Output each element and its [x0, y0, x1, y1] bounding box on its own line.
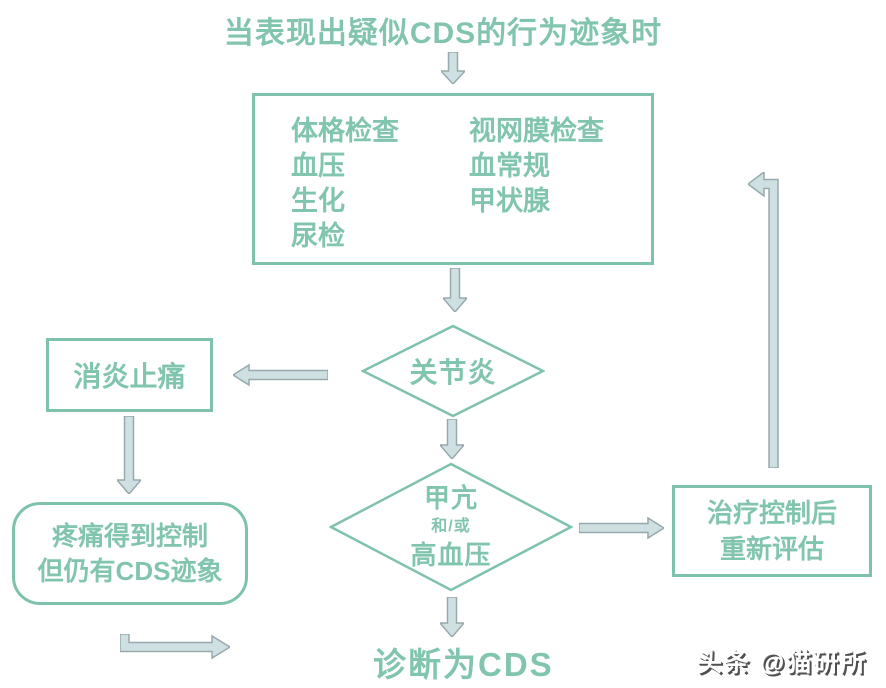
- exam-checklist-box: 体格检查 血压 生化 尿检 视网膜检查 血常规 甲状腺: [252, 93, 654, 265]
- arrow-left-arthritis-to-treatment-icon: [233, 363, 328, 387]
- arrow-down-exams-to-arthritis-icon: [443, 268, 467, 312]
- pain-controlled-line1: 疼痛得到控制: [51, 520, 208, 551]
- reassess-line2: 重新评估: [719, 534, 824, 564]
- arthritis-decision-diamond: [361, 324, 545, 418]
- treatment-box-label: 消炎止痛: [73, 361, 186, 392]
- exam-right-column: 视网膜检查 血常规 甲状腺: [469, 114, 604, 219]
- exam-item-biochem: 生化: [291, 186, 345, 216]
- exam-item-physical: 体格检查: [291, 116, 399, 146]
- reassess-line1: 治疗控制后: [706, 498, 837, 528]
- treatment-box: 消炎止痛: [46, 338, 213, 412]
- reassess-box: 治疗控制后 重新评估: [672, 485, 872, 577]
- arrow-elbow-pain-to-diagnosis-icon: [120, 634, 230, 660]
- hyper-line3: 高血压: [410, 540, 492, 570]
- watermark-label: 头条 @猫研所: [697, 649, 868, 677]
- hyper-decision-label: 甲亢 和/或 高血压: [329, 462, 573, 592]
- arrow-down-title-to-exams-icon: [441, 52, 465, 84]
- arrow-down-hyper-to-diagnosis-icon: [440, 597, 464, 637]
- hyper-line1: 甲亢: [423, 483, 478, 513]
- pain-controlled-line2: 但仍有CDS迹象: [37, 555, 223, 586]
- arrow-right-hyper-to-reassess-icon: [579, 516, 664, 540]
- exam-item-thyroid: 甲状腺: [469, 186, 550, 216]
- arrow-down-treatment-to-pain-icon: [117, 416, 141, 494]
- hyper-decision-diamond: [329, 462, 573, 592]
- flowchart-title: 当表现出疑似CDS的行为迹象时: [223, 17, 663, 50]
- exam-item-cbc: 血常规: [469, 151, 550, 181]
- arthritis-decision-label: 关节炎: [409, 357, 497, 388]
- pain-controlled-box: 疼痛得到控制 但仍有CDS迹象: [12, 502, 248, 605]
- exam-item-retina: 视网膜检查: [469, 116, 604, 146]
- exam-item-urine: 尿检: [291, 221, 345, 251]
- arrow-loop-reassess-to-exams-icon: [748, 172, 779, 468]
- hyper-line2: 和/或: [431, 518, 471, 535]
- arrow-down-arthritis-to-hyper-icon: [440, 419, 464, 459]
- exam-left-column: 体格检查 血压 生化 尿检: [291, 114, 399, 254]
- exam-item-bloodpressure: 血压: [291, 151, 345, 181]
- diagnosis-label: 诊断为CDS: [373, 646, 554, 683]
